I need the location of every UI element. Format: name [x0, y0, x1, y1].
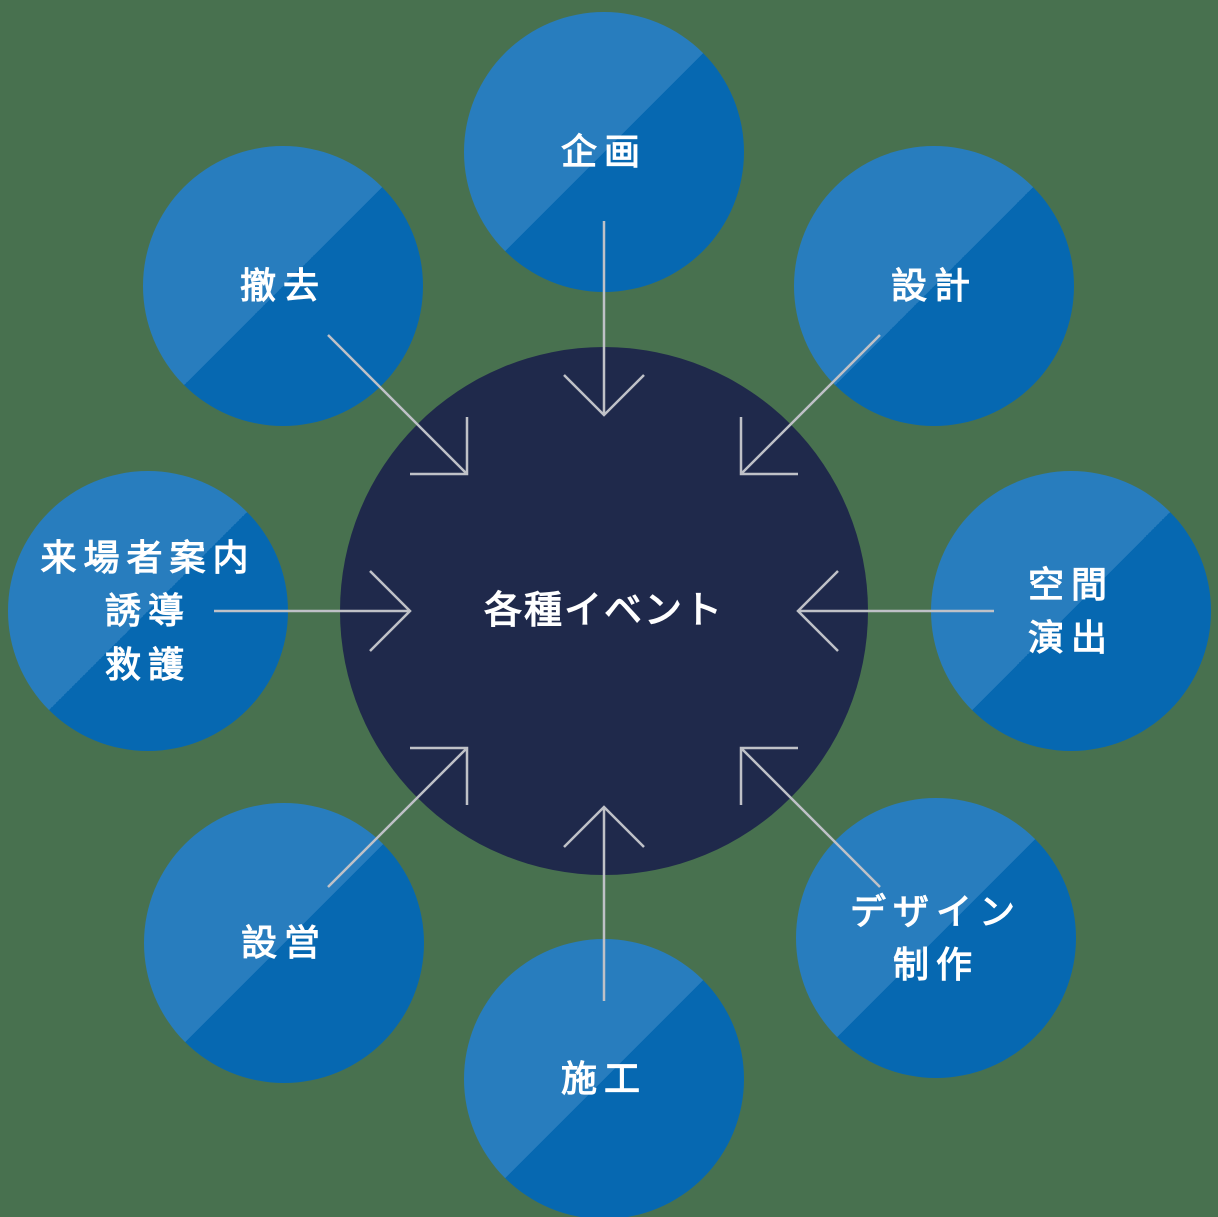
- node-visitor-guidance: 来場者案内 誘導 救護: [8, 471, 288, 751]
- node-planning-label: 企画: [560, 131, 647, 173]
- node-design: 設計: [794, 146, 1074, 426]
- node-construction-label: 施工: [560, 1058, 647, 1100]
- node-construction: 施工: [464, 939, 744, 1217]
- node-setup-label: 設営: [240, 922, 327, 964]
- center-node: 各種イベント: [340, 347, 868, 875]
- center-node-label: 各種イベント: [483, 589, 724, 632]
- node-setup: 設営: [144, 803, 424, 1083]
- node-removal: 撤去: [143, 146, 423, 426]
- node-design-production: デザイン 制作: [796, 798, 1076, 1078]
- node-space-production-label: 空間 演出: [1027, 563, 1114, 658]
- node-space-production: 空間 演出: [931, 471, 1211, 751]
- node-design-production-label: デザイン 制作: [849, 890, 1022, 985]
- node-planning: 企画: [464, 12, 744, 292]
- node-removal-label: 撤去: [239, 265, 326, 307]
- node-visitor-guidance-label: 来場者案内 誘導 救護: [40, 537, 256, 685]
- node-design-label: 設計: [890, 265, 977, 307]
